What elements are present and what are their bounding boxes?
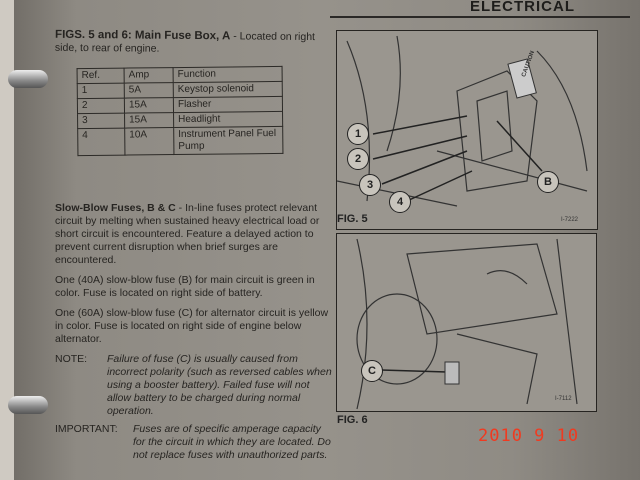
alternator-drawing — [356, 238, 578, 410]
note-text: Failure of fuse (C) is usually caused fr… — [107, 353, 332, 417]
cell-function: Flasher — [173, 96, 283, 113]
note-block: NOTE: Failure of fuse (C) is usually cau… — [55, 353, 333, 418]
slow-blow-b-paragraph: One (40A) slow-blow fuse (B) for main ci… — [55, 274, 315, 299]
callout-b: B — [537, 171, 559, 193]
cell-function: Headlight — [173, 111, 283, 128]
important-text: Fuses are of specific amperage capacity … — [133, 423, 331, 461]
cell-amp: 15A — [124, 112, 174, 129]
slow-blow-text: - In-line fuses protect relevant circuit… — [55, 202, 320, 266]
callout-c: C — [361, 360, 383, 382]
cell-ref: 1 — [77, 83, 125, 99]
binder-ring-top — [8, 70, 48, 88]
intro-lead: FIGS. 5 and 6: Main Fuse Box, A — [55, 28, 231, 43]
binder-ring-bottom — [8, 396, 48, 414]
binder-edge — [0, 0, 14, 480]
callout-2: 2 — [347, 148, 369, 170]
note-label: NOTE: — [55, 353, 88, 365]
cell-ref: 4 — [77, 128, 125, 156]
fig5-code: I-7222 — [561, 217, 579, 223]
cell-amp: 10A — [124, 127, 174, 156]
header-function: Function — [173, 66, 283, 83]
header-ref: Ref. — [77, 68, 125, 84]
cell-amp: 15A — [124, 97, 174, 114]
fig6-illustration: C I-7112 — [336, 233, 597, 412]
slow-blow-lead: Slow-Blow Fuses, B & C — [55, 202, 176, 214]
callout-3: 3 — [359, 174, 381, 196]
callout-4: 4 — [389, 191, 411, 213]
date-stamp: 2010 9 10 — [478, 426, 580, 446]
header-rule — [330, 16, 630, 18]
fig5-caption: FIG. 5 — [337, 213, 368, 225]
fig5-illustration: 1 2 3 4 B CAUTION I-7222 — [336, 30, 598, 230]
cell-ref: 3 — [77, 113, 125, 129]
cell-function: Keystop solenoid — [173, 81, 283, 98]
fuse-box-drawing — [337, 35, 588, 207]
slow-blow-section: Slow-Blow Fuses, B & C - In-line fuses p… — [55, 202, 333, 462]
section-header: ELECTRICAL — [470, 0, 575, 15]
callout-1: 1 — [347, 123, 369, 145]
cell-function: Instrument Panel Fuel Pump — [173, 126, 283, 155]
slow-blow-c-paragraph: One (60A) slow-blow fuse (C) for alterna… — [55, 307, 329, 345]
fig6-caption: FIG. 6 — [337, 414, 368, 426]
fig6-code: I-7112 — [555, 396, 572, 402]
header-amp: Amp — [124, 67, 174, 84]
cell-ref: 2 — [77, 98, 125, 114]
important-label: IMPORTANT: — [55, 423, 118, 435]
cell-amp: 5A — [124, 82, 174, 99]
intro-paragraph: FIGS. 5 and 6: Main Fuse Box, A - Locate… — [55, 29, 330, 57]
important-block: IMPORTANT: Fuses are of specific amperag… — [55, 423, 333, 462]
